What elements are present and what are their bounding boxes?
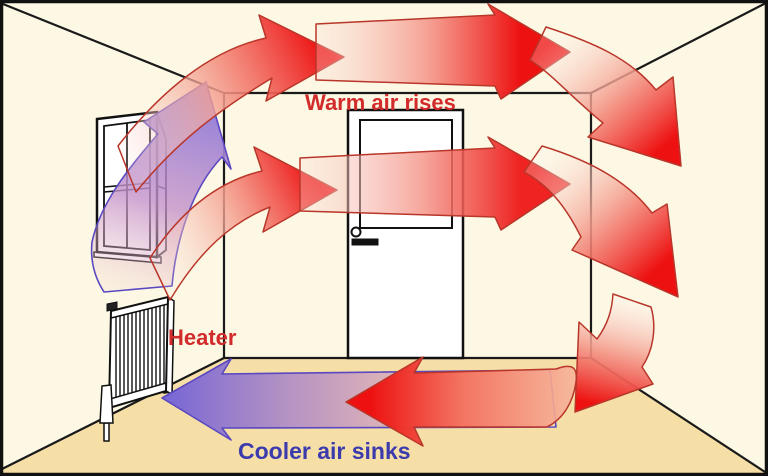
heater-radiator	[99, 295, 175, 442]
door	[346, 108, 465, 360]
door-handle-icon	[351, 238, 379, 246]
warm-arrow-rightwall-curve	[523, 145, 679, 298]
cooler-air-label: Cooler air sinks	[238, 438, 411, 464]
warm-arrow-bottomright-curve	[574, 293, 655, 413]
warm-arrow-upleft-curve	[117, 14, 345, 193]
warm-air-label: Warm air rises	[305, 90, 456, 115]
door-knob-icon	[350, 226, 362, 238]
warm-arrow-top	[315, 3, 571, 100]
radiator-fins	[115, 305, 165, 397]
warm-arrow-middle	[299, 136, 571, 231]
heater-label: Heater	[168, 325, 237, 350]
radiator-pipe	[103, 422, 110, 442]
radiator-valve	[99, 384, 114, 424]
warm-arrow-midleft-curve	[149, 146, 338, 301]
radiator-top-cap	[106, 301, 118, 312]
rising-air-arrow	[90, 81, 232, 293]
warm-arrow-topright-curve	[529, 26, 682, 167]
convection-arrows	[90, 3, 682, 447]
